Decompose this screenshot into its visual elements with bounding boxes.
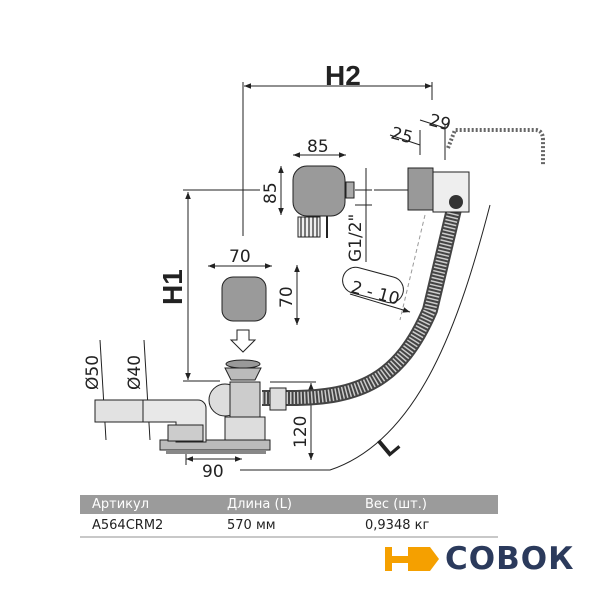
cell-length: 570 мм: [227, 517, 276, 533]
spec-table: Артикул Длина (L) Вес (шт.) A564CRM2 570…: [80, 495, 498, 538]
overflow-height-label: 85: [261, 182, 281, 204]
table-row: A564CRM2 570 мм 0,9348 кг: [80, 514, 498, 538]
overflow-width-label: 85: [307, 137, 329, 157]
cell-weight: 0,9348 кг: [365, 517, 430, 533]
header-weight: Вес (шт.): [365, 497, 427, 512]
dim-25-label: 25: [389, 124, 415, 149]
header-length: Длина (L): [227, 497, 292, 512]
arrow-down-icon: [229, 329, 257, 353]
dim-29-label: 29: [427, 111, 453, 136]
thread-label: G1/2": [346, 214, 366, 262]
overflow-assembly: [407, 167, 434, 211]
outlet-pipe: [94, 399, 144, 423]
plug-width-label: 70: [229, 247, 251, 267]
offset-90-label: 90: [202, 462, 224, 482]
h1-label: H1: [157, 269, 188, 305]
sovok-logo: СОВОК: [385, 541, 574, 577]
plug-height-label: 70: [277, 286, 297, 308]
length-label: L: [372, 428, 405, 463]
diameter-40-label: Ø40: [125, 355, 145, 390]
shovel-icon: [385, 547, 439, 571]
table-header: Артикул Длина (L) Вес (шт.): [80, 495, 498, 514]
plug-cap: [221, 276, 267, 322]
cable: [446, 128, 545, 165]
cell-article: A564CRM2: [92, 517, 164, 533]
diameter-50-label: Ø50: [83, 355, 103, 390]
overflow-head: [292, 165, 346, 217]
height-120-label: 120: [291, 416, 311, 448]
header-article: Артикул: [92, 497, 150, 512]
logo-text: СОВОК: [445, 541, 575, 577]
h2-label: H2: [325, 60, 361, 91]
